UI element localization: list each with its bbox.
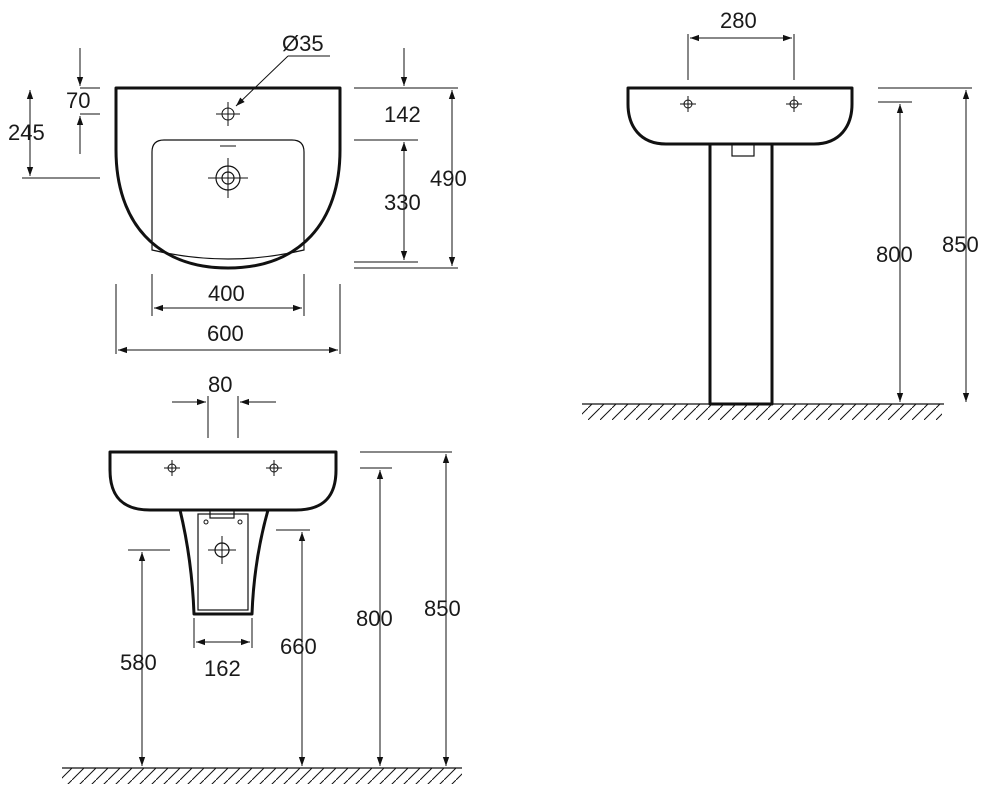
semi-pedestal-inner <box>197 513 249 611</box>
pedestal-column <box>708 142 774 406</box>
fixing-point <box>237 519 243 525</box>
floor-hatch-semi <box>62 768 462 784</box>
tap-hole-right <box>786 96 802 112</box>
dim-bowl-top-margin: 142 <box>384 102 421 127</box>
semi-trap-notch <box>209 509 235 519</box>
basin-outline-front-semi <box>108 450 338 512</box>
dim-bottom-height-semi: 580 <box>120 650 157 675</box>
top-view: Ø35 70 245 142 330 490 400 600 <box>8 31 467 354</box>
waste-outlet <box>208 536 236 564</box>
floor-hatch-pedestal <box>582 404 942 420</box>
dim-rim-height-inner-semi: 800 <box>356 606 393 631</box>
dim-overall-depth: 490 <box>430 166 467 191</box>
dim-tap-offset: 70 <box>66 88 90 113</box>
dim-rim-height-total-pedestal: 850 <box>942 232 979 257</box>
drain-hole <box>208 145 248 198</box>
dim-bowl-depth: 330 <box>384 190 421 215</box>
tap-hole-right <box>266 460 282 476</box>
bowl-outline-top <box>151 139 305 260</box>
dim-rim-height-inner-pedestal: 800 <box>876 242 913 267</box>
semi-pedestal-shroud <box>178 509 270 616</box>
dim-pedestal-bottom-height-semi: 660 <box>280 634 317 659</box>
fixing-point <box>203 519 209 525</box>
dim-tap-spacing-semi: 80 <box>208 372 232 397</box>
dim-bowl-width: 400 <box>208 281 245 306</box>
dim-rim-height-total-semi: 850 <box>424 596 461 621</box>
tap-hole-left <box>164 460 180 476</box>
basin-outline-top <box>114 86 342 270</box>
pedestal-front-view: 280 800 850 <box>582 8 979 420</box>
tap-hole-left <box>680 96 696 112</box>
dim-pedestal-width-semi: 162 <box>204 656 241 681</box>
dim-drain-offset: 245 <box>8 120 45 145</box>
dim-overall-width: 600 <box>207 321 244 346</box>
pedestal-trap-notch <box>731 143 755 157</box>
dim-drain-diameter: Ø35 <box>282 31 324 56</box>
leader-drain <box>235 55 289 107</box>
dim-tap-spacing-pedestal: 280 <box>720 8 757 33</box>
semi-pedestal-front-view: 80 580 162 660 800 850 <box>62 372 462 784</box>
tap-hole <box>216 102 240 126</box>
basin-outline-front <box>626 86 854 146</box>
